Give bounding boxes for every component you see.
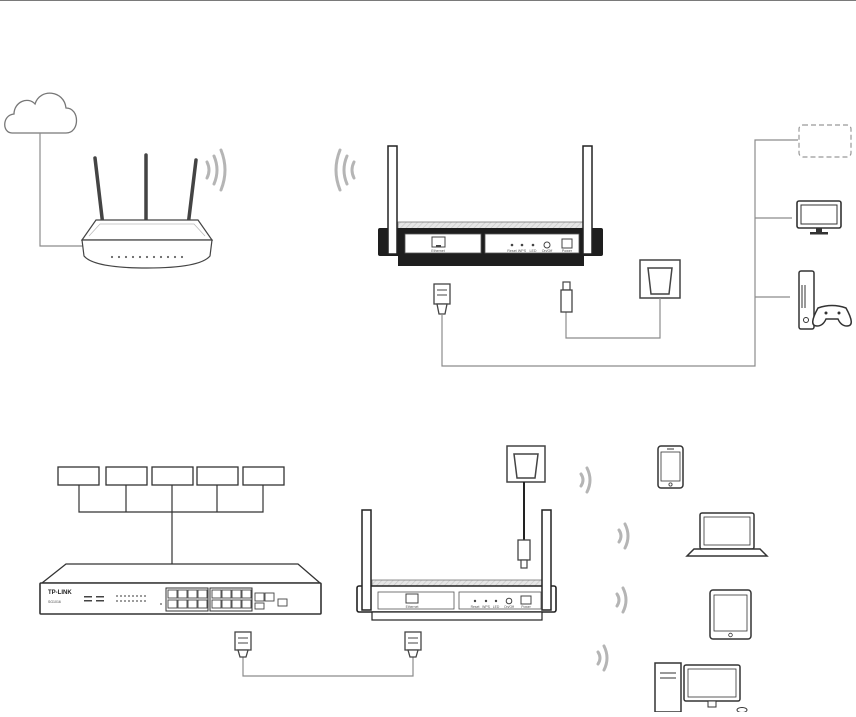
cloud-icon bbox=[5, 93, 77, 133]
switch-brand: TP-LINK bbox=[48, 590, 72, 596]
extender-port-label-reset: Reset bbox=[507, 249, 516, 253]
endpoint-boxes bbox=[58, 467, 284, 485]
extender-port-label-ethernet: Ethernet bbox=[406, 605, 419, 609]
wifi-signal-icon bbox=[581, 468, 590, 492]
extender-port-label-power: Power bbox=[562, 249, 573, 253]
wifi-signal-icon bbox=[336, 150, 354, 190]
ethernet-cable bbox=[243, 655, 413, 676]
extender-port-label-onoff: On/Off bbox=[542, 249, 553, 253]
endpoint-box bbox=[152, 467, 193, 485]
endpoint-box bbox=[243, 467, 284, 485]
endpoint-box bbox=[58, 467, 99, 485]
cloud-router-line bbox=[40, 133, 88, 246]
laptop-icon bbox=[687, 513, 767, 556]
extender-port-label-power: Power bbox=[521, 605, 531, 609]
power-cable bbox=[566, 298, 660, 338]
ethernet-plug-icon bbox=[434, 284, 450, 314]
extender-port-label-wps: WPS bbox=[518, 249, 527, 253]
extender-icon: Ethernet Reset WPS LED On/Off Power bbox=[378, 146, 603, 266]
extender-port-label-onoff: On/Off bbox=[504, 605, 514, 609]
wifi-signal-icon bbox=[598, 646, 607, 670]
extender-port-label-led: LED bbox=[530, 249, 537, 253]
switch-icon: TP-LINK SG1016 bbox=[40, 564, 321, 614]
power-adapter-icon bbox=[507, 446, 545, 482]
game-console-icon bbox=[799, 271, 851, 329]
ethernet-plug-icon bbox=[235, 632, 251, 657]
extender-port-label-ethernet: Ethernet bbox=[431, 249, 445, 253]
switch-model: SG1016 bbox=[48, 600, 61, 604]
tv-icon bbox=[797, 201, 841, 235]
smartphone-icon bbox=[658, 446, 683, 488]
wifi-signal-icon bbox=[617, 588, 626, 612]
device-placeholder bbox=[799, 125, 851, 157]
wifi-signal-icon bbox=[207, 150, 225, 190]
extender-port-label-wps: WPS bbox=[482, 605, 490, 609]
endpoint-box bbox=[106, 467, 147, 485]
power-adapter-icon bbox=[640, 260, 680, 298]
power-plug-icon bbox=[561, 282, 572, 312]
desktop-computer-icon bbox=[655, 663, 747, 712]
ethernet-plug-icon bbox=[405, 632, 421, 657]
top-divider bbox=[0, 0, 856, 1]
tablet-icon bbox=[710, 590, 751, 639]
endpoint-box bbox=[197, 467, 238, 485]
extender-port-label-reset: Reset bbox=[471, 605, 480, 609]
power-plug-icon bbox=[518, 540, 530, 568]
extender-port-label-led: LED bbox=[493, 605, 500, 609]
wifi-signal-icon bbox=[619, 524, 628, 548]
router-icon bbox=[82, 155, 212, 268]
endpoint-bus-lines bbox=[79, 485, 263, 564]
